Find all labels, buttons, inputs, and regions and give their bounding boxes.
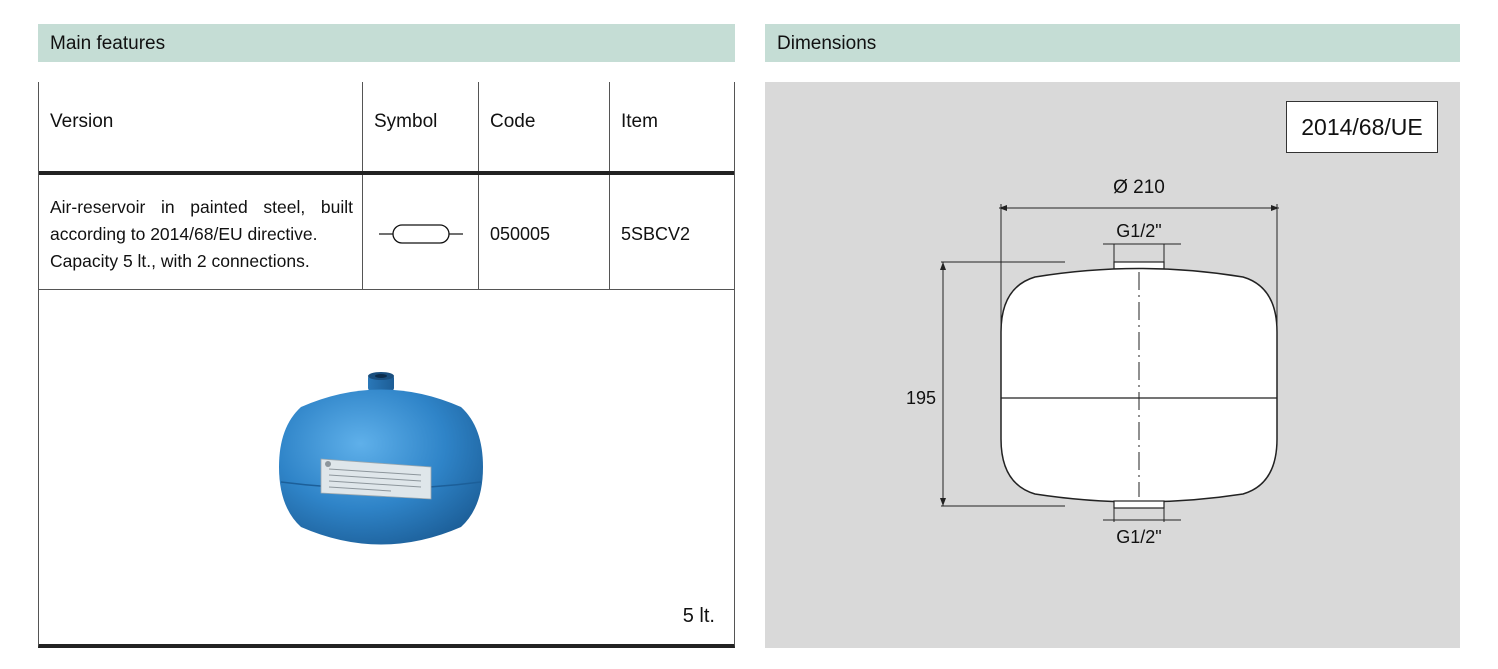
column-divider: [609, 82, 610, 290]
features-table: Version Symbol Code Item Air-reservoir i…: [38, 82, 735, 648]
header-rule: [39, 171, 734, 175]
bottom-connection-label: G1/2": [1116, 527, 1161, 547]
row-rule: [39, 289, 734, 290]
dimensions-panel: 2014/68/UE Ø 210 G1/2" 195 G1/2: [765, 82, 1460, 648]
dimensions-title: Dimensions: [777, 33, 877, 54]
photo-caption: 5 lt.: [682, 605, 715, 627]
product-item: 5SBCV2: [621, 224, 691, 244]
air-reservoir-symbol-icon: [379, 224, 463, 244]
column-header-code: Code: [490, 111, 536, 132]
column-divider: [478, 82, 479, 290]
version-description: Air-reservoir in painted steel, built ac…: [50, 194, 353, 275]
standard-badge: 2014/68/UE: [1286, 101, 1438, 153]
product-photo: [279, 372, 483, 545]
description-line: Capacity 5 lt., with 2 connections.: [50, 251, 310, 271]
column-header-version: Version: [50, 111, 114, 132]
column-divider: [362, 82, 363, 290]
height-label: 195: [906, 388, 936, 408]
column-header-symbol: Symbol: [374, 111, 438, 132]
dimension-drawing: Ø 210 G1/2" 195 G1/2": [906, 177, 1279, 547]
description-line: Air-reservoir in painted steel, built: [50, 197, 353, 217]
description-line: according to 2014/68/EU directive.: [50, 224, 318, 244]
product-code: 050005: [490, 224, 551, 244]
top-connection-label: G1/2": [1116, 221, 1161, 241]
main-features-title: Main features: [50, 33, 166, 54]
main-features-header: Main features: [38, 24, 735, 62]
dimensions-header: Dimensions: [765, 24, 1460, 62]
diameter-label: Ø 210: [1113, 177, 1165, 198]
column-header-item: Item: [621, 111, 658, 132]
standard-label: 2014/68/UE: [1301, 114, 1423, 140]
